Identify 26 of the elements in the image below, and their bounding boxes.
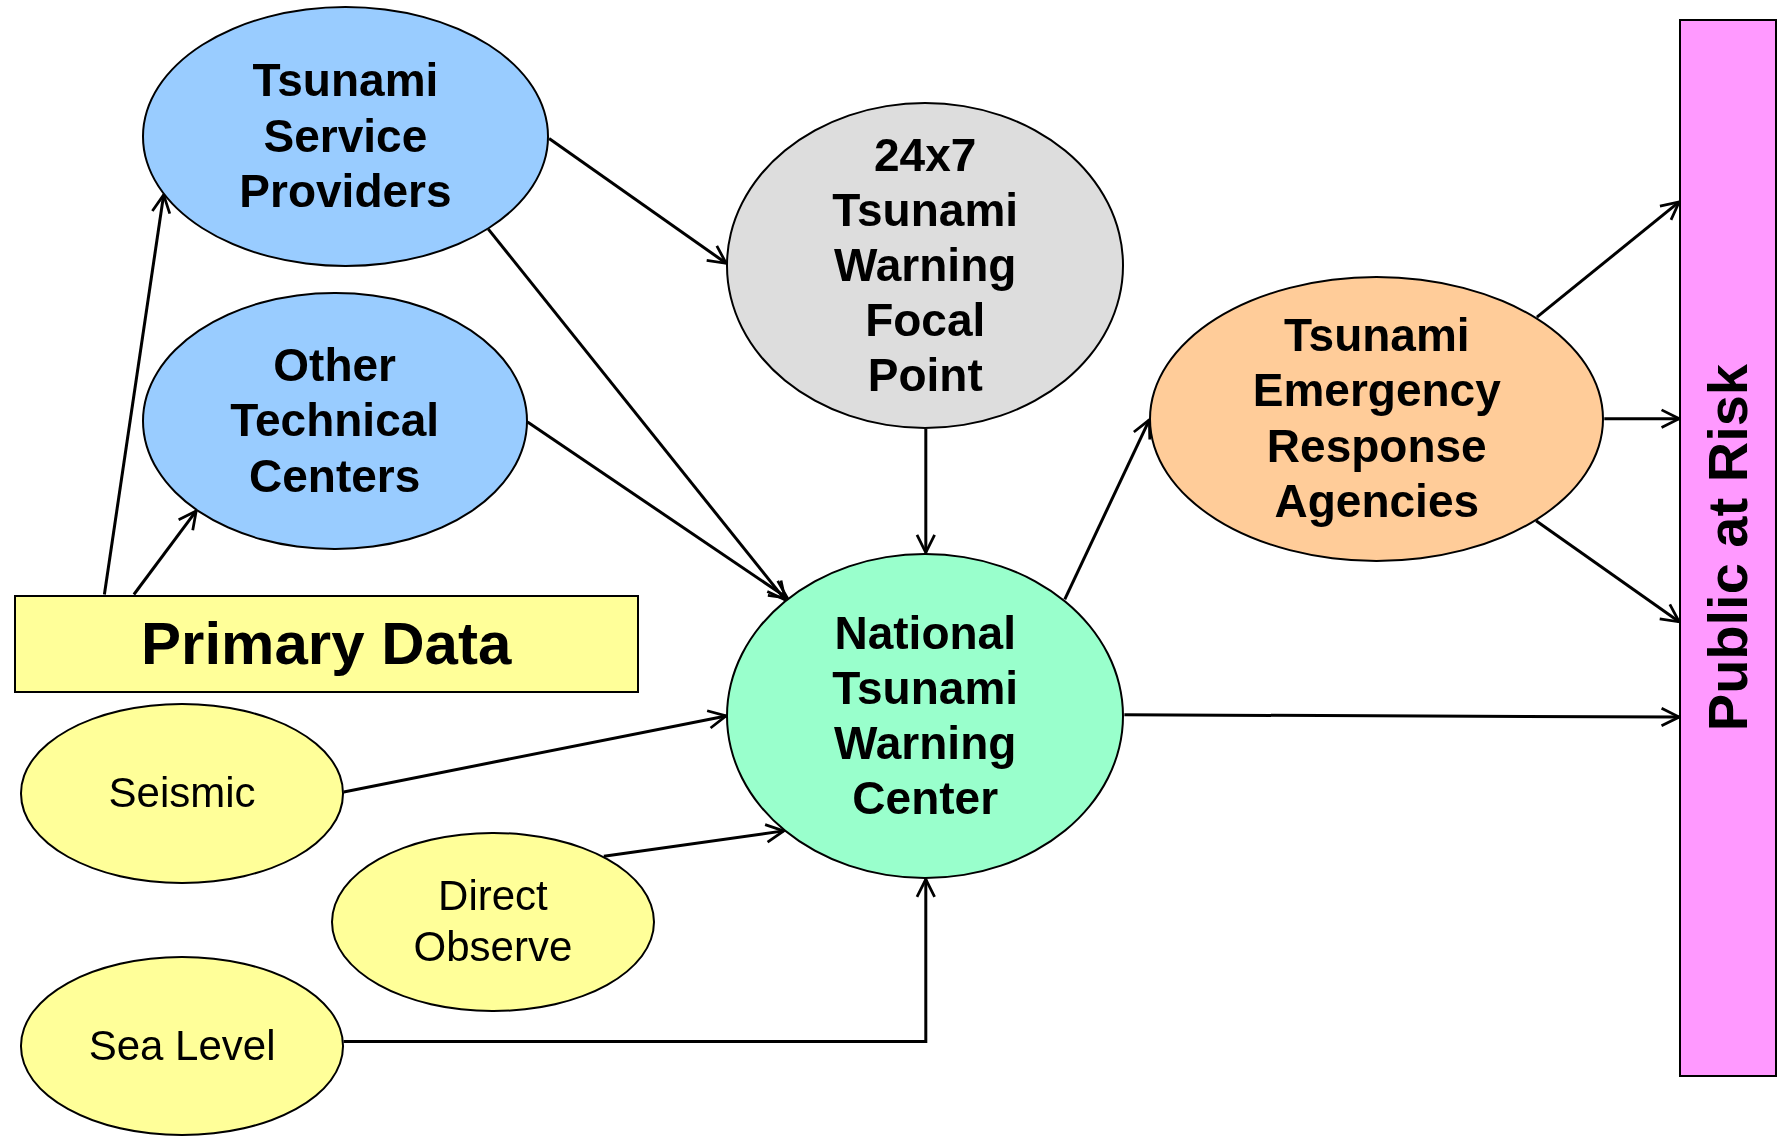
arrow [1604, 408, 1681, 429]
arrow [343, 709, 728, 794]
arrow [1535, 519, 1681, 624]
node-label: Direct Observe [412, 871, 574, 972]
node-label: Tsunami Service Providers [238, 53, 453, 219]
arrow [1535, 200, 1681, 319]
node-label: Seismic [108, 768, 256, 819]
side-bar [1679, 19, 1777, 1077]
node-label: Public at Risk [1695, 364, 1761, 732]
arrow [132, 509, 198, 596]
node-label: Other Technical Centers [229, 338, 441, 504]
arrow [102, 193, 172, 595]
banner-box [13, 594, 639, 694]
arrow [548, 137, 728, 265]
node-label: Primary Data [141, 608, 512, 679]
arrow [915, 428, 936, 554]
arrow [487, 228, 787, 602]
arrow [1063, 418, 1152, 600]
node-label: Tsunami Emergency Response Agencies [1251, 308, 1502, 529]
arrow [603, 823, 786, 858]
arrow [343, 877, 936, 1044]
arrow [526, 420, 789, 600]
node-label: 24x7 Tsunami Warning Focal Point [831, 127, 1020, 404]
node-label: National Tsunami Warning Center [831, 605, 1020, 827]
arrow [1124, 706, 1681, 728]
node-label: Sea Level [88, 1020, 276, 1071]
